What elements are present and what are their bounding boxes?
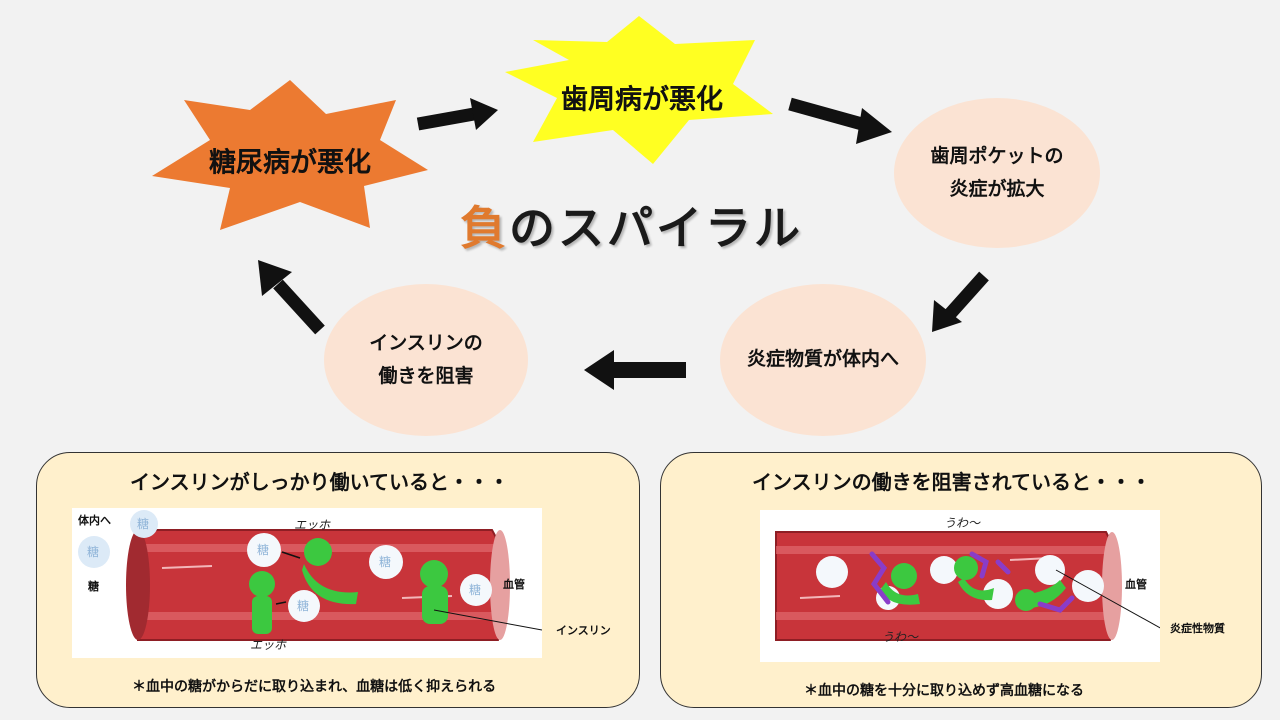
left-sugar-label: 糖 [88,580,99,593]
left-panel-note: ＊血中の糖がからだに取り込まれ、血糖は低く抑えられる [132,679,497,695]
left-handwriting-1: エッホ [294,518,331,532]
blocked-vessel-icon [760,510,1160,662]
svg-text:糖: 糖 [297,598,309,613]
svg-text:糖: 糖 [469,582,481,597]
title-prefix: 負 [460,201,509,255]
arrow-down-right-icon [788,97,892,144]
right-panel-title: インスリンの働きを阻害されていると・・・ [752,470,1151,494]
cycle-arrows [258,97,989,390]
insulin-block-line-2: 働きを阻害 [378,365,474,387]
svg-text:糖: 糖 [379,554,391,569]
right-panel-note: ＊血中の糖を十分に取り込めず高血糖になる [804,683,1084,699]
inflammatory-label: 炎症物質が体内へ [746,348,899,371]
left-vessel-label: 血管 [503,578,525,591]
diabetes-star-shape [152,80,428,230]
periodontal-label: 歯周病が悪化 [561,84,723,116]
periodontal-star-shape [505,16,773,164]
insulin-character-icon-right [880,556,1066,611]
arrow-left-icon [584,350,686,390]
svg-text:糖: 糖 [137,516,149,531]
arrow-right-icon [416,98,498,131]
insulin-character-icon [249,538,448,634]
inflammatory-substance-bubble: 炎症物質が体内へ [720,284,926,436]
arrow-up-left-icon [258,260,325,335]
title-rest: のスパイラル [509,201,803,255]
pocket-line-1: 歯周ポケットの [930,144,1064,167]
right-vessel-label: 血管 [1125,578,1147,591]
left-handwriting-2: エッホ [250,638,287,652]
right-inflammatory-label: 炎症性物質 [1170,622,1225,635]
pocket-line-2: 炎症が拡大 [949,178,1045,200]
svg-text:糖: 糖 [257,542,269,557]
svg-text:糖: 糖 [87,544,99,559]
blood-vessel-icon: 糖 糖 糖 糖 糖 糖 [72,508,542,658]
diabetes-label: 糖尿病が悪化 [209,147,371,179]
pocket-inflammation-bubble: 歯周ポケットの 炎症が拡大 [894,98,1100,248]
right-handwriting-2: うわ～ [882,630,919,644]
inflammatory-substance-icon [869,551,1075,613]
arrow-down-left-icon [932,271,989,332]
insulin-block-bubble: インスリンの 働きを阻害 [324,284,528,436]
left-body-label: 体内へ [78,514,111,527]
right-handwriting-1: うわ～ [944,516,981,530]
diagram-title: 負のスパイラル [460,192,803,258]
sugar-icon: 糖 糖 糖 糖 糖 糖 [78,510,492,622]
left-insulin-label: インスリン [556,624,611,637]
left-panel-title: インスリンがしっかり働いていると・・・ [130,470,509,494]
insulin-block-line-1: インスリンの [369,331,483,354]
